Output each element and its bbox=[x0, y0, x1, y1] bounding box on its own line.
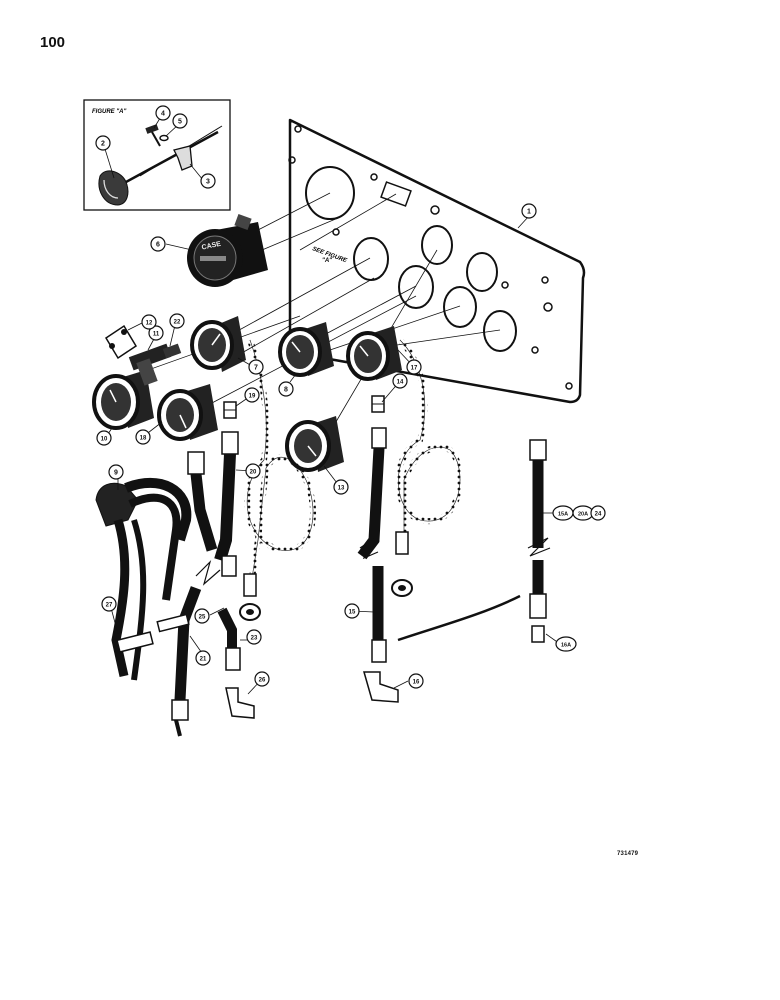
callout-2: 2 bbox=[101, 141, 105, 148]
capillary-tube-8 bbox=[243, 339, 316, 597]
clamp-3 bbox=[173, 145, 193, 171]
gauge-10 bbox=[92, 370, 154, 430]
hose-15a-20a-24 bbox=[527, 439, 551, 619]
gauge-7 bbox=[190, 316, 246, 372]
washer-5 bbox=[159, 134, 169, 142]
hour-meter-6: CASE bbox=[187, 213, 268, 287]
gauge-18 bbox=[157, 384, 218, 441]
callout-8: 8 bbox=[284, 387, 288, 394]
sweep-line bbox=[397, 594, 521, 642]
callout-13: 13 bbox=[338, 486, 345, 492]
callout-25: 25 bbox=[199, 615, 206, 621]
fitting-14 bbox=[371, 395, 385, 413]
callout-23: 23 bbox=[251, 636, 258, 642]
callout-10: 10 bbox=[101, 437, 108, 443]
page-number: 100 bbox=[40, 34, 66, 51]
callout-4: 4 bbox=[161, 111, 165, 118]
callout-11: 11 bbox=[153, 332, 160, 338]
elbow-16 bbox=[363, 671, 399, 703]
callout-19: 19 bbox=[249, 394, 256, 400]
inset-figure-a: FIGURE "A" bbox=[83, 99, 231, 211]
gauge-8 bbox=[278, 322, 334, 377]
callout-24: 24 bbox=[595, 512, 602, 518]
callout-6: 6 bbox=[156, 242, 160, 249]
nut-25 bbox=[239, 603, 261, 621]
callouts: 1 2 3 4 5 6 7 8 9 10 11 12 13 14 15 15A … bbox=[95, 105, 606, 695]
callout-21: 21 bbox=[200, 657, 207, 663]
hose-23 bbox=[217, 607, 241, 671]
gauge-13 bbox=[285, 416, 344, 472]
see-figure-note-ref: "A" bbox=[322, 258, 332, 264]
instrument-panel-1 bbox=[288, 118, 586, 404]
gauge-brand: CASE bbox=[201, 241, 222, 252]
gauge-17 bbox=[346, 326, 402, 381]
callout-3: 3 bbox=[206, 179, 210, 186]
callout-15a: 15A bbox=[558, 512, 568, 518]
callout-18: 18 bbox=[140, 436, 147, 442]
callout-1: 1 bbox=[527, 209, 531, 216]
fitting-19 bbox=[223, 401, 237, 419]
callout-14: 14 bbox=[397, 380, 404, 386]
wiring-harness-9 bbox=[95, 477, 192, 681]
callout-9: 9 bbox=[114, 470, 118, 477]
elbow-26 bbox=[225, 687, 255, 719]
bolt-4 bbox=[145, 124, 161, 147]
break-symbol bbox=[195, 559, 221, 586]
callout-17: 17 bbox=[411, 366, 418, 372]
callout-16: 16 bbox=[413, 680, 420, 686]
fitting-16a bbox=[531, 625, 545, 643]
callout-15: 15 bbox=[349, 610, 356, 616]
callout-22: 22 bbox=[174, 320, 181, 326]
callout-27: 27 bbox=[106, 603, 113, 609]
drawing-number: 731479 bbox=[617, 851, 639, 857]
callout-20: 20 bbox=[250, 470, 257, 476]
pressure-switch-assembly bbox=[104, 324, 182, 386]
callout-26: 26 bbox=[259, 678, 266, 684]
inset-title: FIGURE "A" bbox=[92, 109, 127, 115]
hose-15 bbox=[357, 427, 387, 663]
clip-27 bbox=[116, 613, 190, 653]
callout-12: 12 bbox=[146, 321, 153, 327]
callout-5: 5 bbox=[178, 119, 182, 126]
callout-7: 7 bbox=[254, 365, 258, 372]
capillary-tube-17 bbox=[391, 337, 463, 597]
hose-20 bbox=[214, 431, 239, 577]
callout-16a: 16A bbox=[561, 643, 571, 649]
callout-20a: 20A bbox=[578, 512, 588, 518]
